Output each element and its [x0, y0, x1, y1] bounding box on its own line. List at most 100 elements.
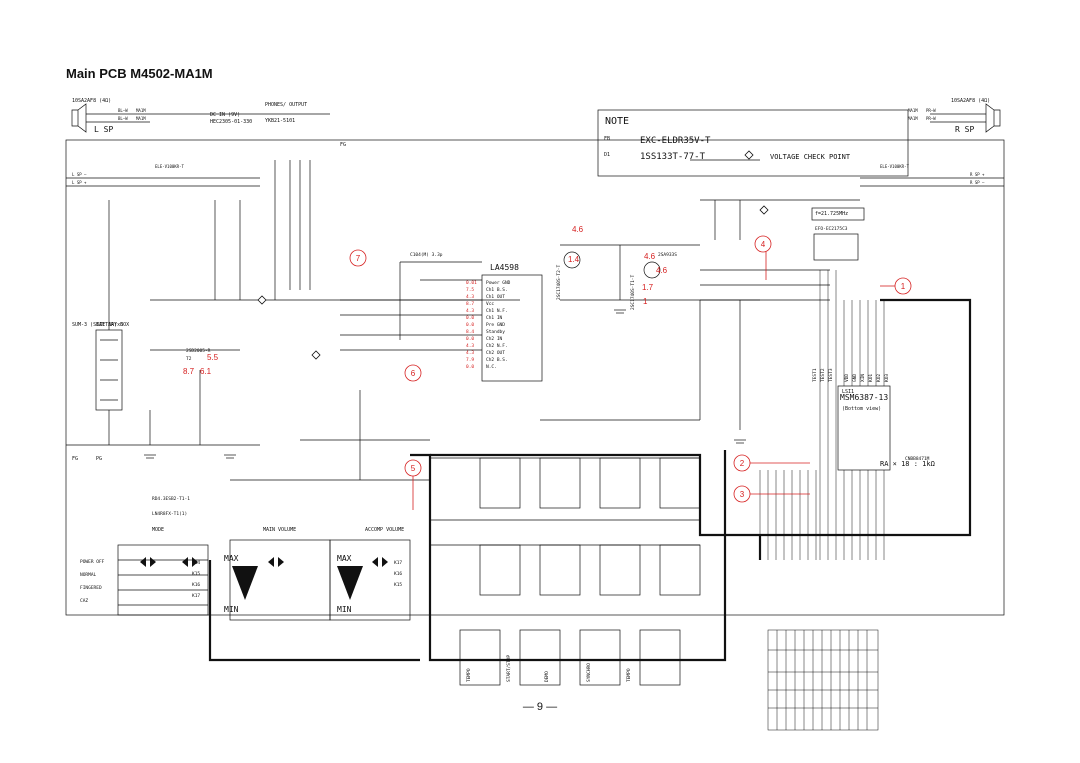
- check-point-voltages: 4.6 1.4 4.6 4.6 1.7 8.7 6.1 5.5 1: [183, 225, 668, 376]
- check-point-7: 7: [356, 254, 361, 263]
- board-outline: [65, 139, 1005, 616]
- ic1-pin-5: Ch1 N.F.: [486, 308, 508, 314]
- dc-in-part: HEC2305-01-330: [210, 119, 252, 125]
- left-speaker: [71, 103, 330, 133]
- ic1-voltage-1: 0.01: [466, 280, 477, 286]
- left-speaker-wire-3: MA1M: [136, 108, 146, 113]
- switch-key-k14: K14: [192, 560, 200, 566]
- note-symbol-d1: D1: [604, 152, 610, 158]
- check-voltage-3: 4.6: [644, 252, 656, 261]
- ic1-pin-10: Ch2 N.F.: [486, 343, 508, 349]
- left-speaker-wire-2: BL–W: [118, 116, 128, 121]
- ic2-pin-8: KO2: [876, 374, 882, 382]
- note-part-d1: 1SS133T-77-T: [640, 152, 706, 162]
- ic2-pin-2: TEST2: [820, 368, 826, 382]
- page-title: Main PCB M4502-MA1M: [66, 66, 213, 81]
- ic1-voltage-9: 0.0: [466, 336, 474, 342]
- check-point-2: 2: [740, 459, 745, 468]
- ic1-pin-8: Standby: [486, 329, 505, 335]
- note-box: [597, 109, 909, 177]
- regulator-diode: RD4.3ESB2-T1-1: [152, 496, 190, 502]
- fg-label-left: FG: [72, 456, 78, 462]
- ic1-name: LA4598: [490, 263, 519, 272]
- mode-switch-block: [117, 544, 209, 616]
- ic2-cn: CNBB8471M: [905, 456, 930, 462]
- ic2-ref: LSI1: [842, 389, 854, 395]
- battery-label: BATTERY BOX: [96, 322, 129, 328]
- battery-type: SUM-3 (SIZE AA)x6: [72, 322, 123, 328]
- check-voltage-6: 8.7: [183, 367, 195, 376]
- check-voltage-1: 4.6: [572, 225, 584, 234]
- ic2-pin-list: TEST1 TEST2 TEST3 VDD GND XIN KO1 KO2 KO…: [812, 368, 890, 382]
- switch-right-k17: K17: [394, 560, 402, 566]
- check-voltage-7: 6.1: [200, 367, 212, 376]
- left-conn-row-1: L SP –: [72, 172, 87, 177]
- left-conn-row-2: L SP +: [72, 180, 87, 185]
- ic2-pin-7: KO1: [868, 374, 874, 382]
- ic1-pin-9: Ch2 IN: [486, 336, 503, 342]
- main-volume-max: MAX: [224, 554, 239, 563]
- left-speaker-part: 10SA2AF8 (4Ω): [72, 98, 111, 104]
- fg-label-top: FG: [340, 142, 346, 148]
- accomp-volume-block: [329, 539, 411, 621]
- ground-symbols: [144, 309, 746, 459]
- synchro-button: SYNCHRO: [586, 663, 592, 682]
- tempo-button-2: TEMPO: [626, 668, 632, 682]
- ic1-pin-4: Vcc: [486, 301, 494, 307]
- ic1-voltage-6: 0.0: [466, 315, 474, 321]
- ic1-voltage-12: 7.9: [466, 357, 474, 363]
- switch-option-normal: NORMAL: [80, 572, 97, 578]
- ic1-voltage-11: 4.3: [466, 350, 474, 356]
- note-heading: NOTE: [605, 116, 629, 127]
- phones-label: PHONES/ OUTPUT: [265, 102, 307, 108]
- ic1-pin-1: Power GND: [486, 280, 511, 286]
- accomp-volume-label: ACCOMP VOLUME: [365, 527, 404, 533]
- start-stop-button: START/STOP: [506, 655, 512, 682]
- regulator-zener: LN4R8FX-T1(1): [152, 511, 187, 517]
- check-point-leaders: [412, 252, 895, 510]
- ic2-name: MSM6387-13: [840, 393, 888, 402]
- ic1-pin-6: Ch1 IN: [486, 315, 503, 321]
- tempo-button-1: TEMPO: [466, 668, 472, 682]
- volume-triangles: [232, 566, 363, 600]
- ic1-pin-12: Ch2 B.S.: [486, 357, 508, 363]
- check-voltage-8: 5.5: [207, 353, 219, 362]
- right-speaker-wire-2: MA1M: [908, 116, 918, 121]
- ic1-cap-top: C104(M) 3.3p: [410, 252, 443, 258]
- check-voltage-2: 1.4: [568, 255, 580, 264]
- mode-switch-label: MODE: [152, 527, 164, 533]
- switch-option-power-off: POWER OFF: [80, 559, 105, 565]
- ic1-pin-13: N.C.: [486, 364, 497, 370]
- transistor-3: 2SA933S: [658, 252, 677, 258]
- check-point-4: 4: [761, 240, 766, 249]
- switch-key-k16: K16: [192, 582, 200, 588]
- note-symbol-fb: FB: [604, 136, 610, 142]
- ic2-pin-3: TEST3: [828, 368, 834, 382]
- check-point-numbers: 7 4 1 6 5 2 3: [356, 240, 906, 499]
- pg-label-left: PG: [96, 456, 102, 462]
- check-voltage-5: 1.7: [642, 283, 654, 292]
- check-point-3: 3: [740, 490, 745, 499]
- ic1-pin-3: Ch1 OUT: [486, 294, 505, 300]
- ic1-voltage-5: 4.3: [466, 308, 474, 314]
- left-speaker-wire-1: BL–W: [118, 108, 128, 113]
- check-voltage-9: 1: [643, 297, 648, 306]
- ic1-pin-11: Ch2 OUT: [486, 350, 505, 356]
- right-speaker-part: 10SA2AF8 (4Ω): [951, 98, 990, 104]
- ic2-pin-4: VDD: [844, 374, 850, 382]
- right-speaker-wire-1: MA1M: [908, 108, 918, 113]
- page-number: — 9 —: [522, 701, 558, 713]
- ic1-voltage-2: 7.5: [466, 287, 474, 293]
- ic1-voltage-list: 0.01 7.5 4.3 8.7 4.3 0.0 0.0 8.4 0.0 4.3…: [466, 280, 477, 370]
- accomp-volume-min: MIN: [337, 605, 352, 614]
- right-speaker: [930, 103, 1001, 133]
- ic1-pin-2: Ch1 B.S.: [486, 287, 508, 293]
- check-voltage-4: 4.6: [656, 266, 668, 275]
- ele-part-right: ELE-V100KR-T: [880, 164, 909, 169]
- accomp-volume-max: MAX: [337, 554, 352, 563]
- crystal-oscillator: [813, 233, 859, 261]
- arrow-nodes: [140, 557, 388, 567]
- transistor-1: 2SC1740S-T2-T: [556, 264, 562, 300]
